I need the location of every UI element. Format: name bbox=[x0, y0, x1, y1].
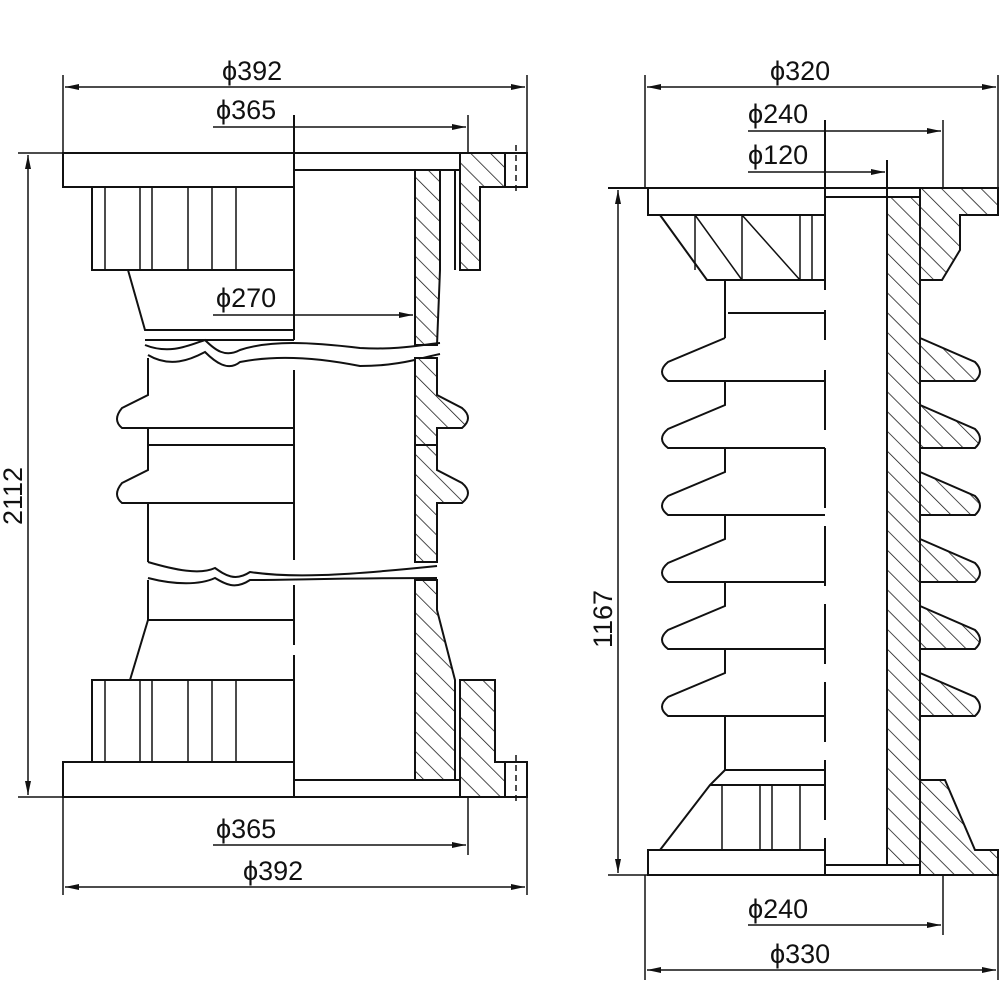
right-sheds bbox=[661, 280, 981, 770]
right-dimension-outer-top: ϕ320 bbox=[644, 56, 999, 215]
break-line bbox=[144, 338, 441, 355]
right-dimension-flange-top: ϕ240 bbox=[748, 99, 944, 192]
right-top-flange bbox=[608, 187, 999, 281]
right-insulator-drawing: ϕ320 ϕ240 ϕ120 1167 ϕ240 ϕ330 bbox=[588, 56, 999, 980]
dim-label: ϕ270 bbox=[216, 283, 276, 313]
left-bottom-flange bbox=[62, 579, 528, 805]
dim-label: ϕ240 bbox=[748, 894, 808, 924]
right-bottom-flange bbox=[647, 769, 999, 876]
dim-label: ϕ392 bbox=[222, 56, 282, 86]
left-dimension-outer-top: ϕ392 bbox=[62, 56, 528, 187]
left-dimension-outer-bottom: ϕ392 bbox=[62, 780, 528, 895]
dim-label: ϕ330 bbox=[770, 939, 830, 969]
dim-label: ϕ392 bbox=[243, 856, 303, 886]
dim-label: 2112 bbox=[0, 467, 28, 525]
left-wall-section-upper bbox=[414, 169, 441, 346]
right-dimension-height: 1167 bbox=[588, 187, 648, 876]
dim-label: ϕ365 bbox=[216, 814, 276, 844]
left-dimension-bore: ϕ270 bbox=[213, 283, 413, 318]
right-wall-section bbox=[886, 196, 921, 866]
dim-label: ϕ240 bbox=[748, 99, 808, 129]
dim-label: 1167 bbox=[588, 590, 618, 648]
left-middle-section bbox=[116, 357, 469, 563]
right-dimension-bore: ϕ120 bbox=[748, 140, 885, 175]
right-dimension-flange-bottom: ϕ240 bbox=[748, 870, 944, 935]
dim-label: ϕ120 bbox=[748, 140, 808, 170]
dim-label: ϕ320 bbox=[770, 56, 830, 86]
right-dimension-outer-bottom: ϕ330 bbox=[644, 860, 999, 980]
left-dimension-height: 2112 bbox=[0, 152, 63, 798]
dim-label: ϕ365 bbox=[216, 95, 276, 125]
left-dimension-flange-bottom: ϕ365 bbox=[213, 780, 469, 855]
left-insulator-drawing: ϕ392 ϕ365 ϕ270 2112 ϕ365 ϕ392 bbox=[0, 56, 528, 895]
left-dimension-flange-top: ϕ365 bbox=[213, 95, 469, 175]
